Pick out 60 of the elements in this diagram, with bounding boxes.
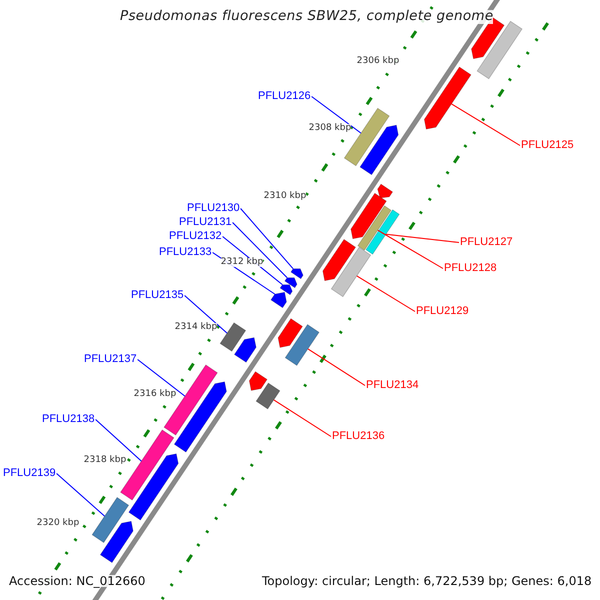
leader-line xyxy=(240,208,294,270)
scale-label: 2308 kbp xyxy=(308,124,352,132)
leader-line xyxy=(311,96,362,134)
gene-block xyxy=(100,520,134,564)
leader-line xyxy=(137,359,186,397)
leader-line xyxy=(184,295,228,334)
gene-bar xyxy=(256,382,280,410)
accession-note: Accession: NC_012660 xyxy=(9,575,146,587)
gene-block xyxy=(290,268,304,280)
gene-block xyxy=(284,277,298,288)
leader-line xyxy=(356,275,416,312)
gene-bar xyxy=(220,322,246,352)
gene-label: PFLU2132 xyxy=(169,231,222,242)
gene-bar xyxy=(357,205,392,251)
scale-label: 2318 kbp xyxy=(84,456,126,464)
gene-block xyxy=(350,192,387,240)
gene-block xyxy=(280,284,293,296)
gene-label: PFLU2127 xyxy=(460,237,513,248)
gene-label: PFLU2133 xyxy=(159,247,212,258)
gene-label: PFLU2125 xyxy=(521,140,574,151)
gene-block xyxy=(278,318,303,348)
leader-line xyxy=(451,103,520,146)
scale-label: 2312 kbp xyxy=(220,258,264,266)
scale-label: 2306 kbp xyxy=(356,56,400,66)
gene-block xyxy=(270,292,287,308)
gene-bar xyxy=(92,496,130,544)
leader-line xyxy=(232,222,288,278)
gene-block xyxy=(234,337,256,363)
gene-block xyxy=(360,124,399,176)
gene-bar xyxy=(284,324,320,366)
gene-label: PFLU2131 xyxy=(179,217,232,228)
leader-line xyxy=(377,230,444,269)
gene-label: PFLU2136 xyxy=(332,431,385,442)
gene-label: PFLU2126 xyxy=(258,91,311,102)
leader-line xyxy=(307,348,366,386)
scale-label: 2320 kbp xyxy=(36,518,80,528)
gene-label: PFLU2135 xyxy=(131,290,184,301)
map-title: Pseudomonas fluorescens SBW25, complete genome xyxy=(120,10,494,24)
leader-line xyxy=(95,419,142,462)
gene-block xyxy=(322,238,356,282)
leader-line xyxy=(385,234,460,243)
scale-label: 2310 kbp xyxy=(264,192,306,200)
leader-line xyxy=(56,473,106,517)
gene-label: PFLU2138 xyxy=(42,414,95,425)
gene-block xyxy=(128,453,179,521)
gene-block xyxy=(248,371,268,391)
gene-label: PFLU2139 xyxy=(3,468,56,479)
gene-bar xyxy=(330,246,372,298)
gene-block xyxy=(377,184,394,198)
leader-line xyxy=(273,399,332,437)
gene-label: PFLU2134 xyxy=(366,380,419,391)
gene-label: PFLU2137 xyxy=(84,354,137,365)
gene-label: PFLU2128 xyxy=(444,263,497,274)
gene-label: PFLU2129 xyxy=(416,306,469,317)
gene-bar xyxy=(365,209,400,255)
genome-summary: Topology: circular; Length: 6,722,539 bp; Genes: 6,018 xyxy=(262,575,592,587)
scale-label: 2314 kbp xyxy=(174,322,218,332)
gene-block xyxy=(424,66,472,130)
gene-label: PFLU2130 xyxy=(187,203,240,214)
scale-label: 2316 kbp xyxy=(134,390,176,398)
